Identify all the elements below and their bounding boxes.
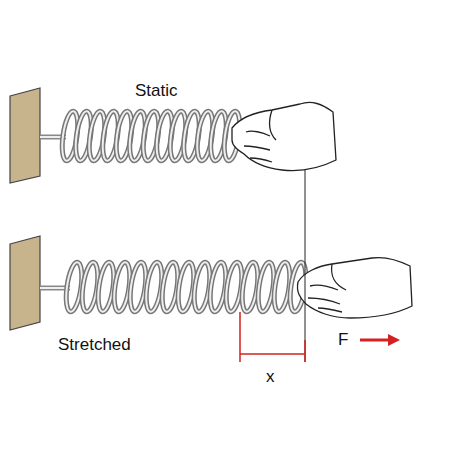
wall bbox=[10, 236, 40, 330]
state-label: Stretched bbox=[58, 336, 131, 353]
force-arrow bbox=[360, 339, 390, 342]
wall bbox=[10, 88, 40, 183]
dimension-line bbox=[240, 353, 305, 355]
force-arrowhead bbox=[388, 334, 400, 346]
spring-coils bbox=[60, 110, 243, 161]
finger-lines bbox=[308, 285, 342, 312]
finger-lines bbox=[244, 131, 272, 162]
dimension-label: x bbox=[266, 368, 275, 385]
hand bbox=[232, 102, 336, 170]
reference-line bbox=[305, 170, 306, 362]
state-label: Static bbox=[135, 82, 178, 99]
thumb-line bbox=[332, 264, 346, 290]
thumb-line bbox=[269, 110, 276, 140]
force-label: F bbox=[338, 331, 348, 348]
hand-shape bbox=[297, 257, 412, 318]
dimension-tick bbox=[304, 340, 306, 362]
hand bbox=[297, 257, 412, 318]
spring-coils bbox=[64, 261, 309, 312]
hand-shape bbox=[232, 102, 336, 170]
walls bbox=[10, 88, 40, 330]
